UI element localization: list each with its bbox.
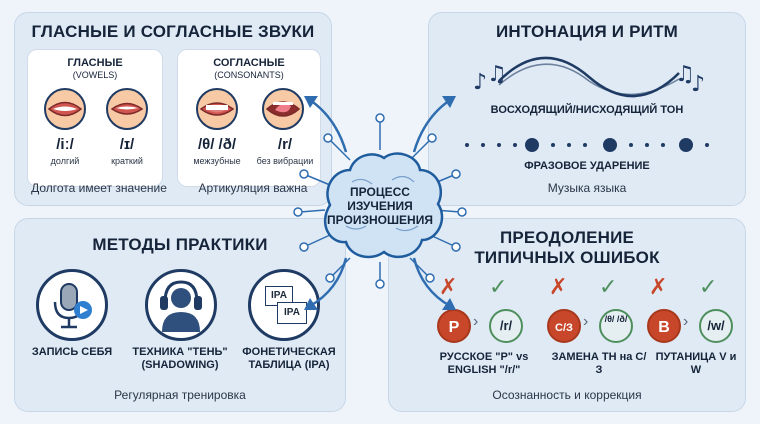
consonant-label-2: без вибрации	[256, 156, 314, 166]
stress-dot-1	[525, 138, 539, 152]
consonants-title: СОГЛАСНЫЕ	[213, 57, 285, 69]
errors-caption: Осознанность и коррекция	[492, 388, 642, 402]
consonants-caption: Артикуляция важна	[198, 181, 308, 195]
error-label-3: ПУТАНИЦА V и W	[655, 351, 737, 376]
svg-text:♪: ♪	[473, 70, 487, 95]
cross-icon: ✗	[439, 275, 458, 300]
errors-title-line2: ТИПИЧНЫХ ОШИБОК	[474, 248, 660, 267]
ipa-chart-icon: IPA IPA	[248, 269, 320, 341]
vowel-label-1: долгий	[50, 156, 80, 166]
right-chip-1: /r/	[489, 309, 523, 343]
svg-text:♪: ♪	[691, 72, 705, 97]
method-label-1: ЗАПИСЬ СЕБЯ	[31, 346, 113, 358]
svg-text:♫: ♫	[487, 62, 507, 87]
check-icon: ✓	[599, 275, 618, 300]
practice-title: МЕТОДЫ ПРАКТИКИ	[92, 235, 268, 254]
stress-dot-3	[679, 138, 693, 152]
center-line-3: ПРОИЗНОШЕНИЯ	[327, 213, 433, 227]
center-line-1: ПРОЦЕСС	[350, 185, 410, 199]
consonant-label-1: межзубные	[193, 156, 241, 166]
error-pair-3: ✗ ✓ В › /w/	[647, 271, 747, 351]
error-label-2: ЗАМЕНА TH на С/З	[551, 351, 647, 376]
method-label-3: ФОНЕТИЧЕСКАЯ ТАБЛИЦА (IPA)	[242, 346, 336, 371]
check-icon: ✓	[699, 275, 718, 300]
arrow-right-icon: ›	[583, 313, 589, 330]
intonation-panel: ИНТОНАЦИЯ И РИТМ ♪ ♫ ♫ ♪ ВОСХОДЯЩИЙ/НИСХ…	[428, 12, 746, 206]
vowels-subtitle: (VOWELS)	[72, 70, 118, 80]
svg-text:♫: ♫	[675, 62, 695, 87]
vowels-title: ГЛАСНЫЕ	[67, 57, 123, 69]
cross-icon: ✗	[549, 275, 568, 300]
vowel-ipa-1: /iː/	[56, 136, 74, 153]
ipa-tag-2: IPA	[277, 302, 307, 324]
consonants-card: СОГЛАСНЫЕ (CONSONANTS) /θ/ /ð/ /r/ межзу…	[177, 49, 321, 187]
stress-dots	[465, 135, 715, 155]
errors-title-line1: ПРЕОДОЛЕНИЕ	[499, 228, 635, 247]
stress-dot-2	[603, 138, 617, 152]
arrow-right-icon: ›	[473, 313, 479, 330]
center-line-2: ИЗУЧЕНИЯ	[347, 199, 413, 213]
method-label-2: ТЕХНИКА "ТЕНЬ" (SHADOWING)	[132, 346, 228, 371]
vowels-card: ГЛАСНЫЕ (VOWELS) /iː/ /ɪ/ долгий краткий	[27, 49, 163, 187]
cross-icon: ✗	[649, 275, 668, 300]
lips-long-icon	[44, 88, 86, 130]
vowels-consonants-title: ГЛАСНЫЕ И СОГЛАСНЫЕ ЗВУКИ	[31, 22, 315, 41]
tone-wave-icon: ♪ ♫ ♫ ♪	[473, 56, 705, 98]
error-label-1: РУССКОЕ "Р" vs ENGLISH "/r/"	[439, 351, 529, 376]
microphone-icon	[36, 269, 108, 341]
practice-panel: МЕТОДЫ ПРАКТИКИ IPA IPA ЗАПИСЬ СЕБЯ ТЕХН…	[14, 218, 346, 412]
errors-panel: ПРЕОДОЛЕНИЕ ТИПИЧНЫХ ОШИБОК ✗ ✓ Р › /r/ …	[388, 218, 746, 412]
error-pair-2: ✗ ✓ С/З › /θ/ /ð/	[547, 271, 647, 351]
arrow-right-icon: ›	[683, 313, 689, 330]
wrong-chip-3: В	[647, 309, 681, 343]
brain-shape	[323, 152, 444, 259]
tongue-mouth-icon	[262, 88, 304, 130]
vowel-ipa-2: /ɪ/	[119, 136, 135, 153]
consonants-subtitle: (CONSONANTS)	[214, 70, 284, 80]
right-chip-3: /w/	[699, 309, 733, 343]
practice-caption: Регулярная тренировка	[114, 388, 246, 402]
consonant-ipa-1: /θ/ /ð/	[197, 136, 237, 153]
intonation-title: ИНТОНАЦИЯ И РИТМ	[495, 22, 679, 41]
vowels-caption: Долгота имеет значение	[31, 181, 167, 195]
teeth-mouth-icon	[196, 88, 238, 130]
check-icon: ✓	[489, 275, 508, 300]
wrong-chip-2: С/З	[547, 309, 581, 343]
vowels-consonants-panel: ГЛАСНЫЕ И СОГЛАСНЫЕ ЗВУКИ ГЛАСНЫЕ (VOWEL…	[14, 12, 332, 206]
lips-short-icon	[106, 88, 148, 130]
intonation-caption: Музыка языка	[547, 181, 627, 195]
right-chip-2: /θ/ /ð/	[599, 309, 633, 343]
tone-label: ВОСХОДЯЩИЙ/НИСХОДЯЩИЙ ТОН	[490, 104, 684, 116]
stress-label: ФРАЗОВОЕ УДАРЕНИЕ	[524, 160, 650, 172]
consonant-ipa-2: /r/	[277, 136, 293, 153]
vowel-label-2: краткий	[111, 156, 143, 166]
headphones-person-icon	[145, 269, 217, 341]
ipa-tag-1: IPA	[265, 286, 293, 306]
